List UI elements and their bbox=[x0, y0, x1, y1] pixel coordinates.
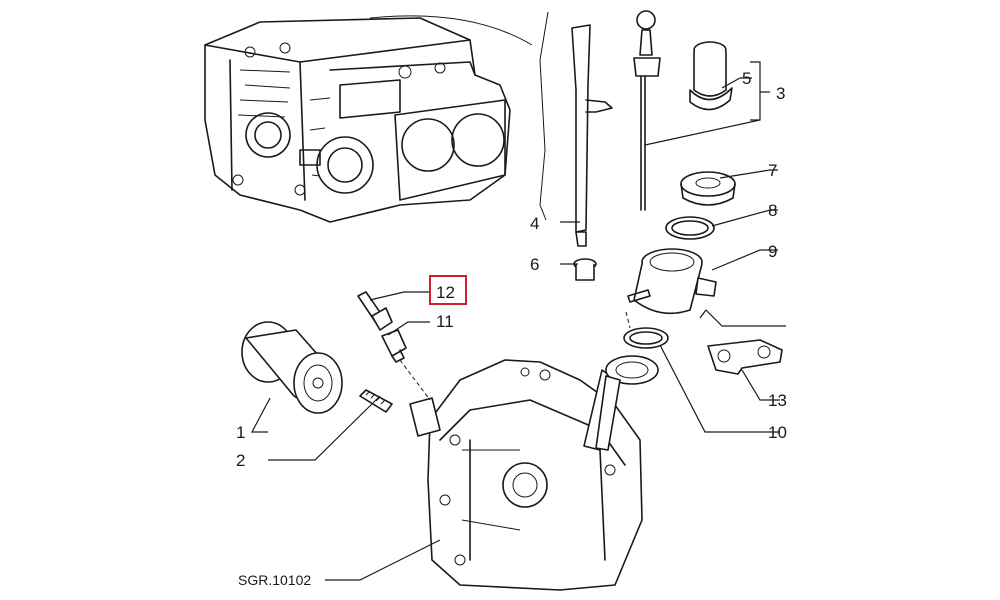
callout-2[interactable]: 2 bbox=[236, 451, 245, 470]
breather-plug-drawing bbox=[573, 258, 597, 281]
callout-12[interactable]: 12 bbox=[436, 283, 455, 302]
selected-callout-highlight bbox=[429, 275, 467, 305]
engine-block-drawing bbox=[204, 17, 511, 223]
leader-lines bbox=[251, 61, 786, 581]
callout-4[interactable]: 4 bbox=[530, 214, 539, 233]
gasket-drawing bbox=[665, 216, 715, 240]
bracket-line bbox=[539, 11, 549, 221]
oil-filter-drawing bbox=[241, 321, 343, 414]
filler-neck-drawing bbox=[627, 248, 717, 315]
sensor-drawing bbox=[357, 291, 393, 331]
callout-7[interactable]: 7 bbox=[768, 161, 777, 180]
callout-13[interactable]: 13 bbox=[768, 391, 787, 410]
dashed-axis-line bbox=[399, 359, 431, 401]
dipstick-drawing bbox=[633, 10, 661, 211]
callout-3[interactable]: 3 bbox=[776, 84, 785, 103]
filler-cap-drawing bbox=[689, 41, 733, 111]
oil-pump-cover-drawing bbox=[409, 355, 659, 591]
callout-11[interactable]: 11 bbox=[436, 312, 454, 331]
callout-5[interactable]: 5 bbox=[742, 69, 751, 88]
dipstick-tube-drawing bbox=[571, 24, 613, 247]
dashed-axis-line bbox=[625, 311, 631, 329]
lower-gasket-drawing bbox=[623, 327, 669, 349]
callout-6[interactable]: 6 bbox=[530, 255, 539, 274]
drawing-reference: SGR.10102 bbox=[238, 572, 311, 588]
switch-drawing bbox=[381, 329, 407, 363]
dipstick-curve-line bbox=[369, 15, 533, 46]
stud-drawing bbox=[359, 389, 393, 413]
callout-9[interactable]: 9 bbox=[768, 242, 777, 261]
callout-8[interactable]: 8 bbox=[768, 201, 777, 220]
callout-10[interactable]: 10 bbox=[768, 423, 787, 442]
callout-1[interactable]: 1 bbox=[236, 423, 245, 442]
bracket-drawing bbox=[707, 339, 783, 375]
